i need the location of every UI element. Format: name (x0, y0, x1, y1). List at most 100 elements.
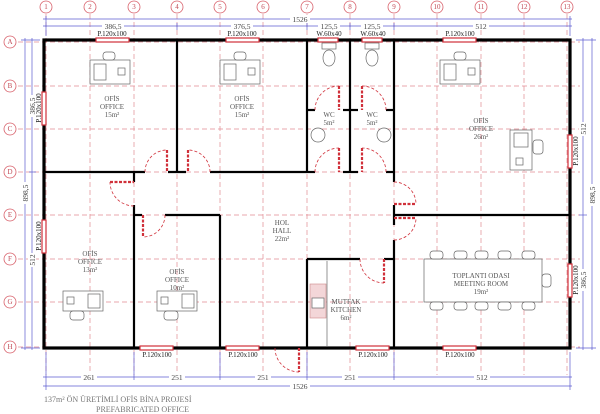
top-dimensions: 1526 386,5 376,5 125,5 125,5 512 (43, 15, 572, 36)
doors (109, 85, 417, 373)
desk-icon (219, 51, 261, 85)
sink-icon (376, 127, 392, 143)
svg-text:P.120x100: P.120x100 (445, 30, 475, 38)
svg-text:10m²: 10m² (170, 284, 185, 292)
svg-text:OFFICE: OFFICE (230, 103, 254, 111)
room-meeting: TOPLANTI ODASI MEETING ROOM 19m² (452, 272, 510, 296)
svg-text:PREFABRICATED OFFICE: PREFABRICATED OFFICE (96, 405, 189, 414)
svg-text:OFİS: OFİS (234, 95, 249, 103)
svg-text:D: D (7, 168, 12, 176)
svg-text:4: 4 (175, 3, 179, 11)
svg-text:1526: 1526 (293, 382, 308, 391)
desk-icon (89, 51, 131, 85)
room-office-1: OFİS OFFICE 15m² (100, 95, 124, 119)
svg-text:1: 1 (44, 3, 48, 11)
sink-icon (310, 127, 326, 143)
room-kitchen: MUTFAK KITCHEN 6m² (331, 298, 362, 322)
svg-text:W.60x40: W.60x40 (316, 30, 342, 38)
svg-text:13m²: 13m² (83, 266, 98, 274)
toilet-icon (321, 42, 337, 67)
svg-text:OFİS: OFİS (169, 268, 184, 276)
svg-text:386,5: 386,5 (28, 97, 37, 114)
svg-text:H: H (7, 343, 12, 351)
svg-text:G: G (7, 298, 12, 306)
room-office-large: OFİS OFFICE 26m² (469, 117, 493, 141)
svg-text:512: 512 (28, 254, 37, 266)
svg-text:WC: WC (366, 111, 378, 119)
svg-text:HALL: HALL (273, 227, 292, 235)
svg-text:386,5: 386,5 (105, 22, 122, 31)
room-office-10: OFİS OFFICE 10m² (165, 268, 189, 292)
svg-text:KITCHEN: KITCHEN (331, 306, 362, 314)
svg-text:MUTFAK: MUTFAK (331, 298, 360, 306)
svg-text:5: 5 (218, 3, 222, 11)
svg-text:OFFICE: OFFICE (165, 276, 189, 284)
row-axis-labels: A B C D E F G H (3, 35, 17, 354)
svg-text:OFİS: OFİS (473, 117, 488, 125)
kitchen-counter-icon (309, 261, 328, 346)
desk-icon (509, 129, 544, 171)
svg-text:P.120x100: P.120x100 (572, 265, 580, 295)
windows: P.120x100 P.120x100 W.60x40 W.60x40 P.12… (35, 30, 580, 359)
svg-text:OFFICE: OFFICE (469, 125, 493, 133)
desk-icon (156, 290, 198, 321)
svg-text:7: 7 (305, 3, 309, 11)
svg-text:15m²: 15m² (105, 111, 120, 119)
svg-text:2: 2 (88, 3, 92, 11)
svg-text:386,5: 386,5 (579, 271, 588, 288)
svg-text:C: C (8, 125, 13, 133)
svg-text:898,5: 898,5 (588, 186, 597, 203)
svg-text:P.120x100: P.120x100 (445, 351, 475, 359)
svg-text:19m²: 19m² (474, 288, 489, 296)
svg-text:376,5: 376,5 (234, 22, 251, 31)
desk-icon (439, 51, 481, 85)
svg-text:P.120x100: P.120x100 (142, 351, 172, 359)
svg-text:P.120x100: P.120x100 (228, 351, 258, 359)
svg-text:P.120x100: P.120x100 (35, 93, 43, 123)
svg-text:251: 251 (171, 373, 183, 382)
svg-text:512: 512 (476, 373, 488, 382)
svg-text:512: 512 (579, 123, 588, 135)
desk-icon (62, 290, 104, 321)
furniture (62, 42, 552, 346)
right-dimensions: 512 386,5 898,5 (576, 38, 597, 350)
svg-text:12: 12 (521, 3, 529, 11)
room-hall: HOL HALL 22m² (273, 219, 292, 243)
svg-text:125,5: 125,5 (364, 22, 381, 31)
svg-text:P.120x100: P.120x100 (35, 221, 43, 251)
svg-text:1526: 1526 (293, 15, 308, 24)
svg-text:B: B (8, 82, 13, 90)
svg-text:898,5: 898,5 (21, 184, 30, 201)
svg-text:9: 9 (392, 3, 396, 11)
svg-text:251: 251 (344, 373, 356, 382)
room-wc-1: WC 5m² (323, 111, 335, 127)
svg-text:MEETING ROOM: MEETING ROOM (454, 280, 509, 288)
svg-text:11: 11 (478, 3, 485, 11)
interior-walls (44, 40, 570, 348)
svg-text:OFİS: OFİS (104, 95, 119, 103)
room-labels: OFİS OFFICE 15m² OFİS OFFICE 15m² WC 5m²… (78, 95, 510, 322)
drawing-title: 137m² ÖN ÜRETİMLİ OFİS BİNA PROJESİ PREF… (44, 395, 192, 414)
svg-text:5m²: 5m² (323, 119, 334, 127)
svg-text:22m²: 22m² (275, 235, 290, 243)
room-office-2: OFİS OFFICE 15m² (230, 95, 254, 119)
svg-text:E: E (8, 211, 12, 219)
svg-text:261: 261 (83, 373, 95, 382)
svg-text:HOL: HOL (275, 219, 289, 227)
svg-text:512: 512 (475, 22, 487, 31)
svg-text:OFFICE: OFFICE (78, 258, 102, 266)
left-dimensions: 898,5 386,5 512 (21, 38, 40, 350)
bottom-dimensions: 261 251 251 251 512 1526 (43, 352, 572, 391)
svg-text:P.120x100: P.120x100 (572, 136, 580, 166)
svg-text:WC: WC (323, 111, 335, 119)
toilet-icon (364, 42, 380, 67)
svg-text:251: 251 (257, 373, 269, 382)
svg-text:TOPLANTI ODASI: TOPLANTI ODASI (452, 272, 510, 280)
svg-text:F: F (8, 255, 12, 263)
svg-text:OFİS: OFİS (82, 250, 97, 258)
svg-text:6: 6 (261, 3, 265, 11)
svg-text:8: 8 (348, 3, 352, 11)
svg-text:26m²: 26m² (474, 133, 489, 141)
svg-text:3: 3 (132, 3, 136, 11)
